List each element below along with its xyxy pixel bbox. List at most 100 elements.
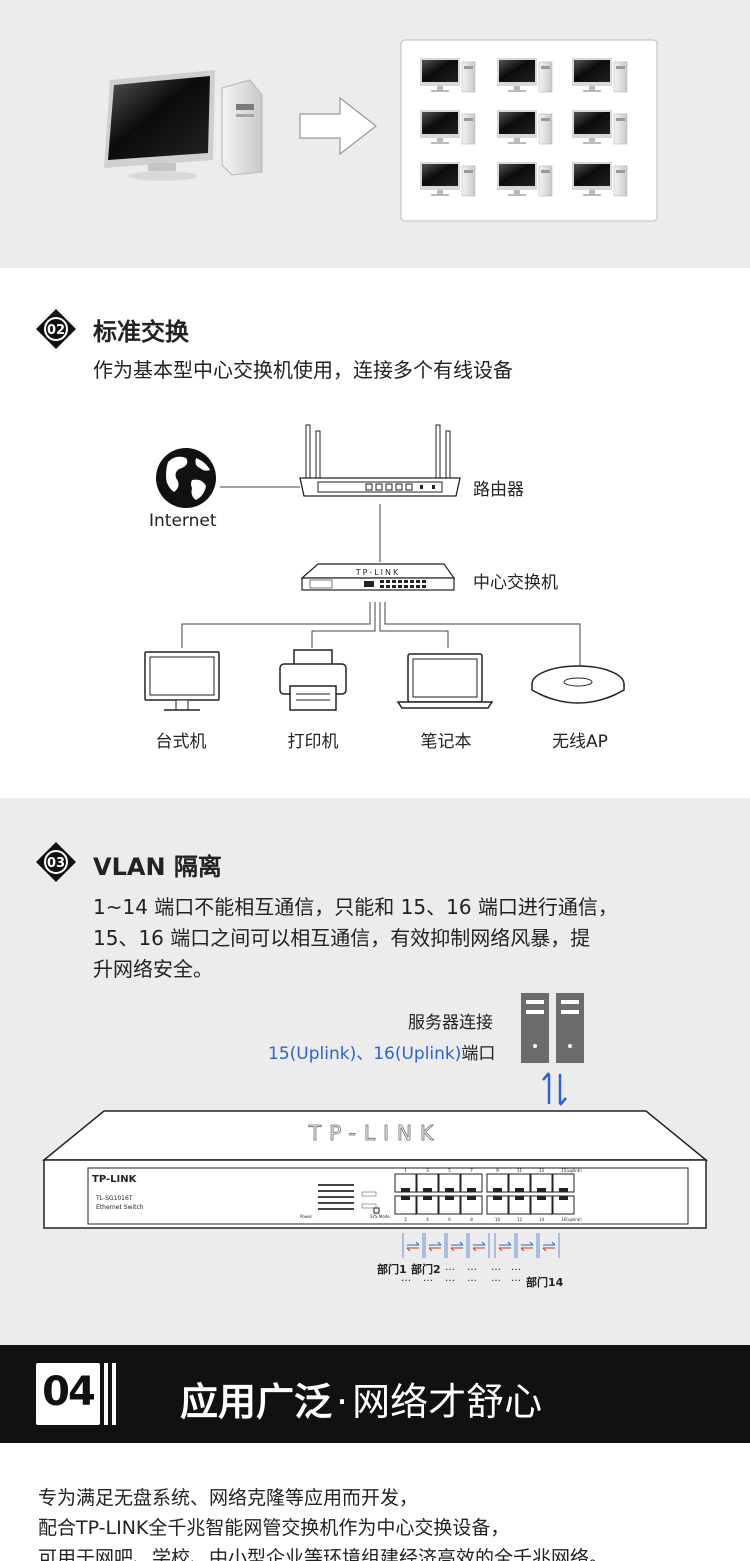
port-number-label: 1 bbox=[404, 1168, 407, 1173]
topology-diagram: TP-LINK bbox=[144, 424, 625, 711]
dept-ellipsis: … bbox=[423, 1273, 433, 1284]
port-number-label: 8 bbox=[470, 1217, 473, 1222]
server-icon bbox=[521, 993, 549, 1063]
dept-ellipsis: … bbox=[491, 1273, 501, 1284]
switch-model: TL-SG1016T bbox=[95, 1195, 133, 1202]
application-line: 可用于网吧、学校、中小型企业等环境组建经济高效的全千兆网络。 bbox=[38, 1547, 609, 1561]
port-notch bbox=[537, 1196, 546, 1200]
ethernet-port-grid bbox=[394, 1173, 575, 1215]
port-number-label: 13 bbox=[539, 1168, 545, 1173]
dept-ellipsis: … bbox=[401, 1273, 411, 1284]
port-number-label: 7 bbox=[470, 1168, 473, 1173]
dept-traffic-arrow bbox=[538, 1233, 560, 1258]
port-notch bbox=[537, 1188, 546, 1192]
arrow-right-icon bbox=[299, 96, 377, 156]
description-line: 升网络安全。 bbox=[93, 957, 213, 981]
port-notch bbox=[401, 1188, 410, 1192]
port-notch bbox=[467, 1196, 476, 1200]
port-number-label: 5 bbox=[448, 1168, 451, 1173]
dept-1-label: 部门1 bbox=[377, 1263, 407, 1276]
dept-ellipsis: … bbox=[511, 1273, 521, 1284]
globe-icon bbox=[156, 448, 216, 508]
vlan-isolation-section: 03 VLAN 隔离 1~14 端口不能相互通信，只能和 15、16 端口进行通… bbox=[0, 798, 750, 1345]
vlan-switch-diagram: TP-LINK TP-LINK TL-SG1016T Ethernet Swit… bbox=[41, 993, 709, 1258]
uplink-ports-label: 15(Uplink)、16(Uplink)端口 bbox=[268, 1039, 495, 1064]
switch-icon: TP-LINK bbox=[300, 563, 456, 591]
server-icon bbox=[556, 993, 584, 1063]
svg-text:03: 03 bbox=[47, 856, 65, 871]
dept-ellipsis: … bbox=[467, 1262, 477, 1273]
router-label: 路由器 bbox=[473, 480, 524, 500]
dept-traffic-arrow bbox=[402, 1233, 424, 1258]
application-line: 配合TP-LINK全千兆智能网管交换机作为中心交换设备， bbox=[38, 1517, 510, 1539]
router-icon bbox=[299, 424, 461, 497]
port-number-label: 3 bbox=[426, 1168, 429, 1173]
dept-14-label: 部门14 bbox=[526, 1276, 564, 1289]
section-description: 作为基本型中心交换机使用，连接多个有线设备 bbox=[93, 358, 513, 382]
dept-ellipsis: … bbox=[491, 1262, 501, 1273]
uplink-port-suffix: 端口 bbox=[461, 1044, 496, 1064]
printer-icon bbox=[279, 649, 347, 711]
dept-traffic-arrow bbox=[446, 1233, 468, 1258]
port-notch bbox=[559, 1196, 568, 1200]
divider-bar bbox=[112, 1363, 116, 1425]
dept-traffic-arrow bbox=[468, 1233, 490, 1258]
section-title: VLAN 隔离 bbox=[93, 853, 222, 881]
section-number-box: 04 bbox=[36, 1363, 100, 1425]
port-notch bbox=[515, 1188, 524, 1192]
section-description: 1~14 端口不能相互通信，只能和 15、16 端口进行通信， 15、16 端口… bbox=[93, 892, 618, 985]
laptop-label: 笔记本 bbox=[420, 732, 472, 752]
port-number-label: 11 bbox=[517, 1168, 523, 1173]
source-pc-icon bbox=[104, 70, 263, 181]
dept-ellipsis: … bbox=[467, 1273, 477, 1284]
power-label: Power bbox=[300, 1214, 312, 1219]
port-number-label: 6 bbox=[448, 1217, 451, 1222]
tl-sg1016t-switch: TP-LINK TP-LINK TL-SG1016T Ethernet Swit… bbox=[41, 1110, 709, 1229]
dept-traffic-arrow bbox=[494, 1233, 516, 1258]
printer-label: 打印机 bbox=[287, 732, 339, 752]
led-indicators bbox=[318, 1184, 380, 1214]
section-title: 标准交换 bbox=[93, 318, 189, 346]
port-number-label: 12 bbox=[517, 1217, 523, 1222]
wireless-ap-icon bbox=[531, 665, 625, 704]
svg-text:02: 02 bbox=[47, 323, 65, 338]
cloned-pc-grid bbox=[419, 57, 628, 197]
dept-ellipsis: … bbox=[445, 1273, 455, 1284]
standard-switching-section: 02 标准交换 作为基本型中心交换机使用，连接多个有线设备 bbox=[0, 268, 750, 798]
section-number: 04 bbox=[42, 1369, 96, 1415]
ap-label: 无线AP bbox=[552, 732, 608, 752]
banner-title: 应用广泛·网络才舒心 bbox=[180, 1371, 542, 1426]
desktop-icon bbox=[144, 651, 220, 711]
banner-title-separator: · bbox=[336, 1380, 349, 1424]
section-number-badge: 02 bbox=[36, 309, 76, 349]
port-number-label: 14 bbox=[539, 1217, 545, 1222]
port-number-label: 15(uplink) bbox=[561, 1168, 582, 1173]
port-number-label: 9 bbox=[496, 1168, 499, 1173]
switch-brand: TP-LINK bbox=[92, 1174, 138, 1185]
port-notch bbox=[445, 1188, 454, 1192]
description-line: 15、16 端口之间可以相互通信，有效抑制网络风暴，提 bbox=[93, 926, 591, 950]
sys-mode-label: SYS Mode bbox=[370, 1214, 390, 1219]
port-number-label: 10 bbox=[495, 1217, 501, 1222]
description-line: 1~14 端口不能相互通信，只能和 15、16 端口进行通信， bbox=[93, 895, 618, 919]
dept-2-label: 部门2 bbox=[411, 1263, 441, 1276]
switch-label: 中心交换机 bbox=[473, 573, 558, 593]
port-number-label: 2 bbox=[404, 1217, 407, 1222]
dept-ellipsis: … bbox=[511, 1262, 521, 1273]
port-notch bbox=[401, 1196, 410, 1200]
port-notch bbox=[423, 1196, 432, 1200]
application-line: 专为满足无盘系统、网络克隆等应用而开发， bbox=[38, 1487, 419, 1509]
port-notch bbox=[493, 1188, 502, 1192]
department-arrows bbox=[402, 1233, 560, 1258]
topology-lines bbox=[181, 486, 581, 668]
dept-traffic-arrow bbox=[516, 1233, 538, 1258]
svg-text:TP-LINK: TP-LINK bbox=[355, 568, 400, 577]
port-notch bbox=[423, 1188, 432, 1192]
divider-bar bbox=[104, 1363, 108, 1425]
internet-label: Internet bbox=[149, 511, 217, 531]
application-text: 专为满足无盘系统、网络克隆等应用而开发， 配合TP-LINK全千兆智能网管交换机… bbox=[38, 1483, 608, 1561]
port-number-label: 4 bbox=[426, 1217, 429, 1222]
dept-traffic-arrow bbox=[424, 1233, 446, 1258]
banner-title-bold: 应用广泛 bbox=[180, 1380, 333, 1424]
